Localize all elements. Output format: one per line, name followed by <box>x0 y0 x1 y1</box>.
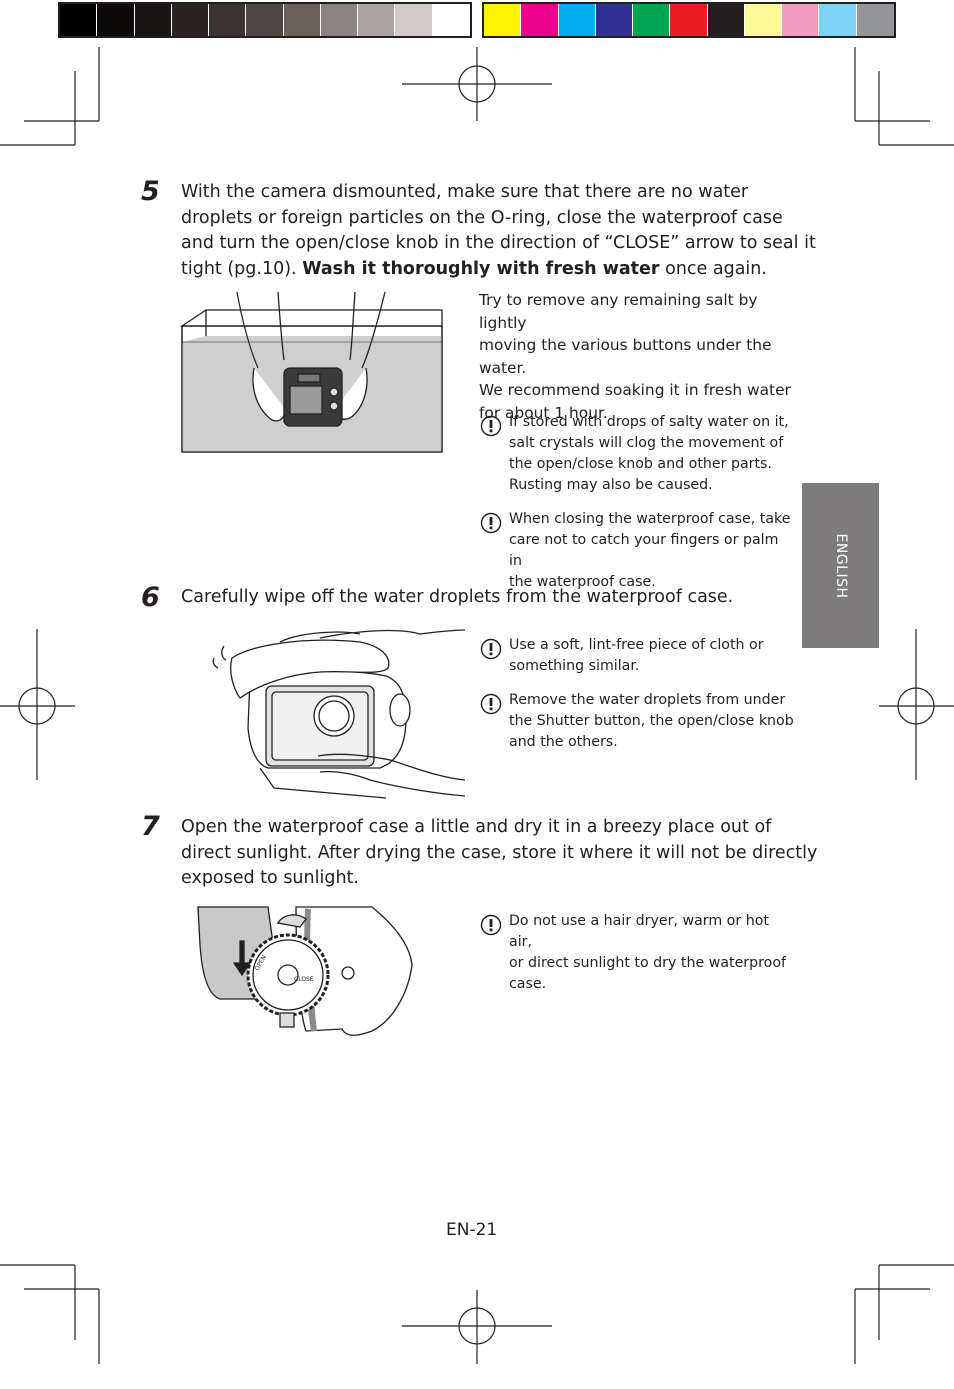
soaking-illustration <box>180 291 443 453</box>
step-7-text: Open the waterproof case a little and dr… <box>181 815 821 892</box>
gray-swatch <box>395 4 433 36</box>
gray-swatch <box>60 4 98 36</box>
step-5-emphasis: Wash it thoroughly with fresh water <box>302 258 660 279</box>
process-swatch <box>633 4 671 36</box>
step-5-line: droplets or foreign particles on the O-r… <box>181 207 783 228</box>
gray-color-bar <box>58 2 472 38</box>
step-5-line: With the camera dismounted, make sure th… <box>181 182 749 202</box>
process-swatch <box>521 4 559 36</box>
step-6-text: Carefully wipe off the water droplets fr… <box>181 587 734 607</box>
process-swatch <box>558 4 596 36</box>
step-5-number: 5 <box>141 176 160 207</box>
gray-swatch <box>432 4 470 36</box>
gray-swatch <box>171 4 210 36</box>
step-5-line: and turn the open/close knob in the dire… <box>181 233 816 253</box>
step-5-line: tight (pg.10). Wash it thoroughly with f… <box>181 258 767 279</box>
caution-note-text: Do not use a hair dryer, warm or hot air… <box>509 913 787 992</box>
process-swatch <box>819 4 857 36</box>
gray-swatch <box>320 4 359 36</box>
process-color-bar <box>482 2 896 38</box>
caution-icon <box>480 512 502 534</box>
gray-swatch <box>358 4 396 36</box>
step-5-text: With the camera dismounted, make sure th… <box>181 180 821 282</box>
gray-swatch <box>209 4 247 36</box>
process-swatch <box>856 4 894 36</box>
step-7-line: direct sunlight. After drying the case, … <box>181 842 818 863</box>
step-5-side-text: Try to remove any remaining salt by ligh… <box>479 291 791 422</box>
caution-note-text: If stored with drops of salty water on i… <box>509 414 789 493</box>
open-case-illustration: OPEN CLOSE <box>197 906 413 1036</box>
language-tab: ENGLISH <box>802 483 879 648</box>
process-swatch <box>670 4 708 36</box>
caution-note-text: When closing the waterproof case, take c… <box>509 511 791 590</box>
process-swatch <box>744 4 783 36</box>
step-7-line: Open the waterproof case a little and dr… <box>181 817 772 837</box>
caution-icon <box>480 693 502 715</box>
process-swatch <box>707 4 745 36</box>
caution-icon <box>480 914 502 936</box>
caution-icon <box>480 415 502 437</box>
knob-close-label: CLOSE <box>294 976 314 983</box>
process-swatch <box>595 4 634 36</box>
gray-swatch <box>97 4 135 36</box>
caution-note-text: Use a soft, lint-free piece of cloth or … <box>509 637 764 674</box>
step-6-number: 6 <box>141 582 160 613</box>
caution-note-text: Remove the water droplets from under the… <box>509 692 794 750</box>
process-swatch <box>484 4 522 36</box>
wiping-illustration <box>212 629 465 799</box>
language-tab-label: ENGLISH <box>832 532 849 599</box>
step-7-line: exposed to sunlight. <box>181 868 359 888</box>
process-swatch <box>782 4 820 36</box>
gray-swatch <box>246 4 284 36</box>
gray-swatch <box>283 4 321 36</box>
step-7-number: 7 <box>141 811 160 842</box>
gray-swatch <box>134 4 172 36</box>
page-number: EN-21 <box>446 1220 498 1240</box>
caution-icon <box>480 638 502 660</box>
